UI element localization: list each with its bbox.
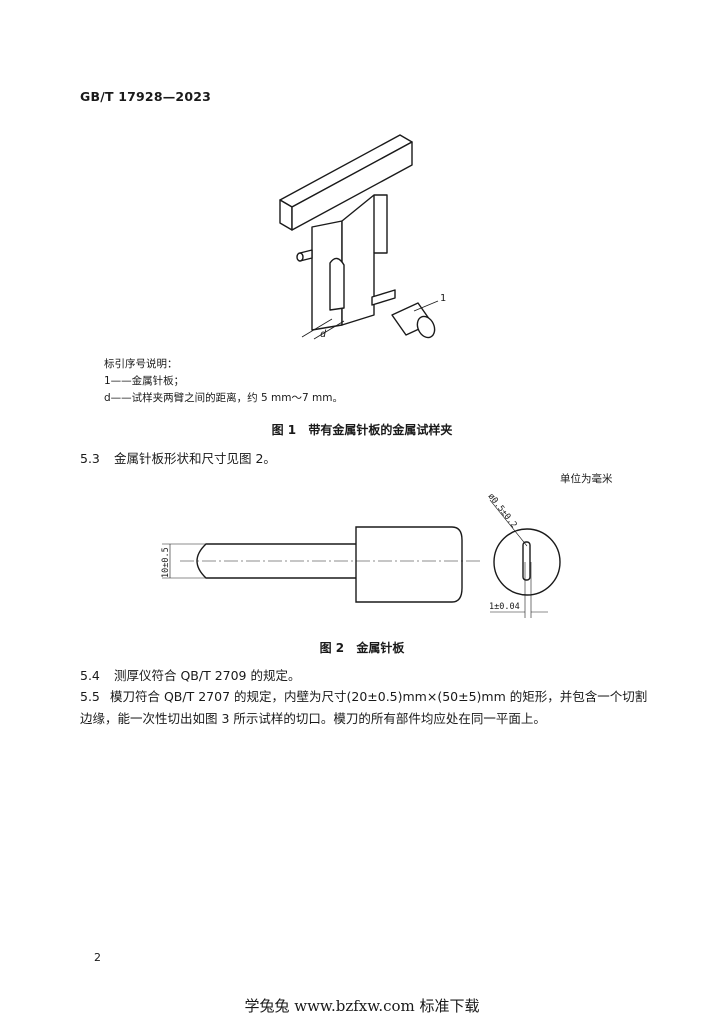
figure-1-caption-text: 带有金属针板的金属试样夹 bbox=[308, 423, 453, 437]
clause-text: 测厚仪符合 QB/T 2709 的规定。 bbox=[113, 668, 301, 683]
figure-1-legend: 标引序号说明： 1——金属针板； d——试样夹两臂之间的距离，约 5 mm～7 … bbox=[104, 356, 343, 407]
figure-1-caption: 图 1 带有金属针板的金属试样夹 bbox=[0, 421, 724, 438]
footer-watermark: 学兔兔 www.bzfxw.com 标准下载 bbox=[244, 997, 480, 1015]
legend-item-d: d——试样夹两臂之间的距离，约 5 mm～7 mm。 bbox=[104, 392, 343, 404]
clause-text-line-2: 边缘，能一次性切出如图 3 所示试样的切口。模刀的所有部件均应处在同一平面上。 bbox=[80, 711, 546, 726]
clause-text-line-1: 模刀符合 QB/T 2707 的规定，内壁为尺寸(20±0.5)mm×(50±5… bbox=[110, 689, 648, 704]
figure-2-caption-text: 金属针板 bbox=[356, 641, 405, 655]
clause-text: 金属针板形状和尺寸见图 2。 bbox=[113, 451, 276, 466]
legend-title: 标引序号说明： bbox=[104, 358, 178, 370]
figure-2-drawing: 10±0.5 ø0.5±0.2 1±0.04 bbox=[161, 492, 561, 618]
standard-number: GB/T 17928—2023 bbox=[80, 89, 212, 104]
figure-2-dim-diameter: 10±0.5 bbox=[161, 547, 171, 578]
figure-1-callout-1: 1 bbox=[440, 293, 446, 304]
figure-2-caption-no: 图 2 bbox=[319, 641, 345, 655]
clause-5-5: 5.5 模刀符合 QB/T 2707 的规定，内壁为尺寸(20±0.5)mm×(5… bbox=[80, 686, 650, 730]
page-number: 2 bbox=[94, 951, 101, 964]
clause-5-4: 5.4 测厚仪符合 QB/T 2709 的规定。 bbox=[80, 665, 650, 687]
figure-2-caption: 图 2 金属针板 bbox=[0, 639, 724, 656]
clause-number: 5.3 bbox=[80, 451, 100, 466]
figure-1-caption-no: 图 1 bbox=[271, 423, 297, 437]
clause-number: 5.5 bbox=[80, 689, 100, 704]
figure-1-drawing: d 1 bbox=[279, 134, 446, 340]
clause-number: 5.4 bbox=[80, 668, 100, 683]
figure-2-dim-width: 1±0.04 bbox=[489, 602, 520, 612]
clause-5-3: 5.3 金属针板形状和尺寸见图 2。 bbox=[80, 448, 650, 470]
legend-item-1: 1——金属针板； bbox=[104, 375, 185, 387]
figure-1-callout-d: d bbox=[320, 329, 327, 340]
figure-2-dim-blade: ø0.5±0.2 bbox=[486, 492, 519, 530]
units-note: 单位为毫米 bbox=[560, 473, 613, 485]
